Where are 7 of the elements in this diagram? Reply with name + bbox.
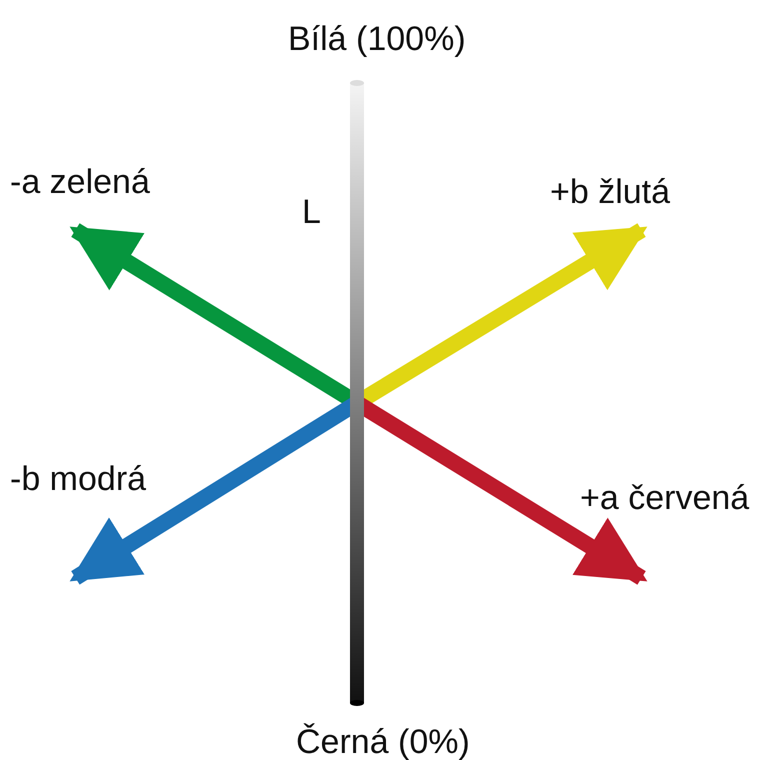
axis-label: +b žlutá (550, 175, 670, 209)
axis-label: Černá (0%) (296, 725, 470, 759)
axis-label: L (302, 195, 321, 229)
axis-label: -a zelená (10, 165, 150, 199)
axis-label: Bílá (100%) (288, 22, 466, 56)
axis-label: +a červená (580, 481, 750, 515)
axis-label: -b modrá (10, 462, 146, 496)
